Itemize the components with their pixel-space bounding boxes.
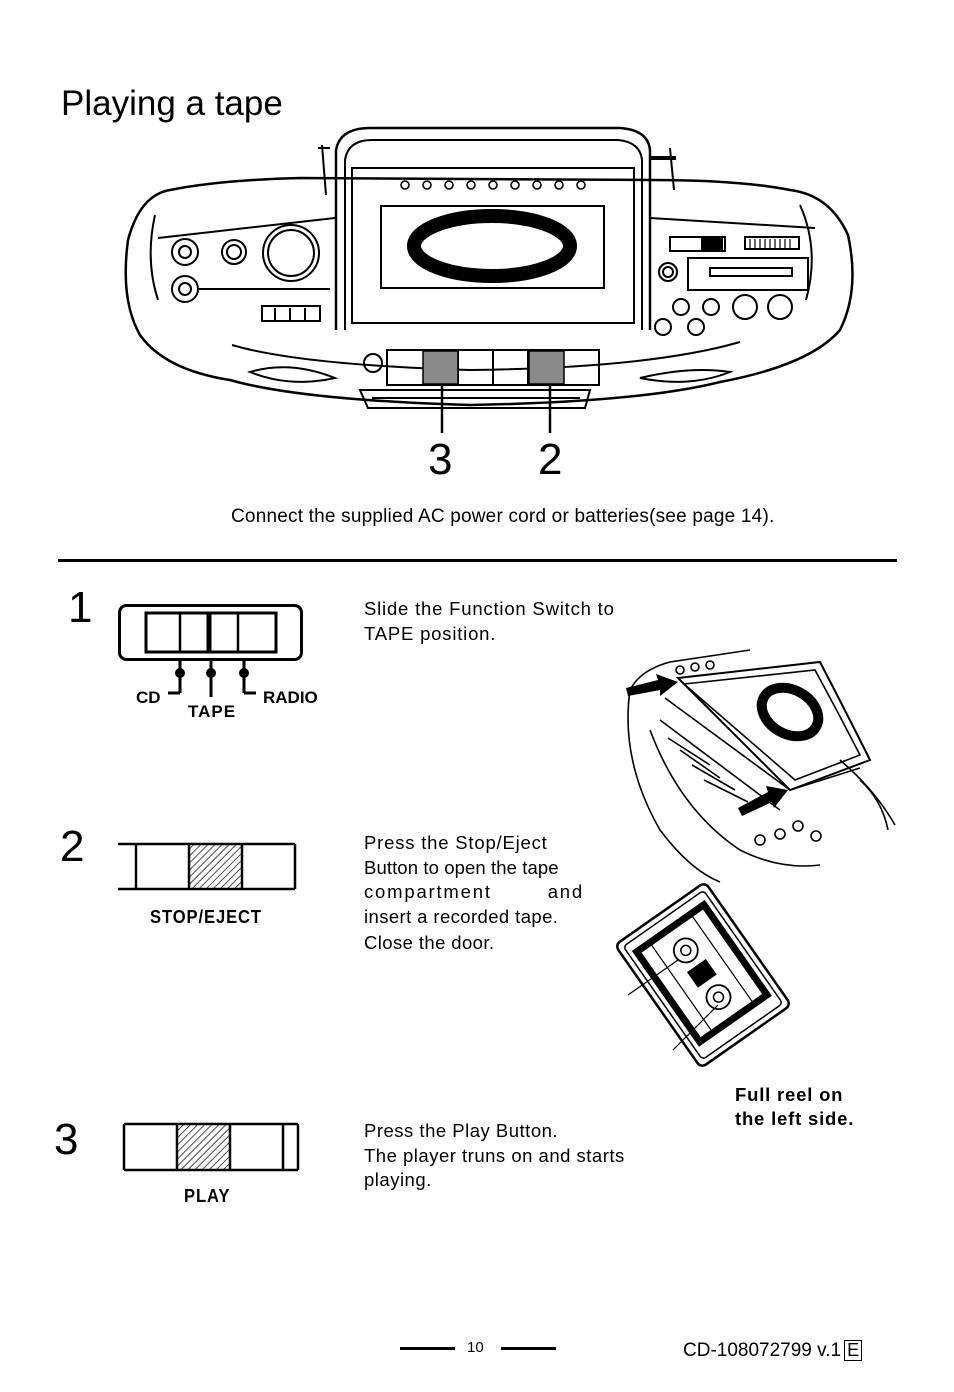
step-2-line: insert a recorded tape. [364, 905, 559, 927]
footer-rule-right [501, 1347, 556, 1350]
boombox-illustration [124, 126, 854, 433]
switch-label-cd: CD [136, 688, 161, 707]
step-2-line: Press the Stop/Eject [364, 832, 548, 853]
cassette-note-line: Full reel on [735, 1084, 844, 1105]
stop-eject-label: STOP/EJECT [150, 907, 262, 927]
play-button-diagram [122, 1122, 300, 1172]
function-switch-diagram [118, 604, 303, 697]
step-3-line: playing. [364, 1169, 432, 1190]
step-2-line: Close the door. [364, 932, 495, 953]
step-1-text: Slide the Function Switch to TAPE positi… [364, 598, 615, 644]
step-3-line: Press the Play Button. [364, 1120, 559, 1141]
step-2-number: 2 [60, 822, 85, 871]
intro-text: Connect the supplied AC power cord or ba… [231, 506, 775, 527]
switch-label-radio: RADIO [263, 688, 318, 707]
callout-3: 3 [428, 435, 453, 484]
switch-label-tape: TAPE [188, 702, 237, 721]
step-2-text: Press the Stop/Eject Button to open the … [364, 831, 584, 956]
stop-eject-button-diagram [118, 842, 297, 891]
step-2-line: Button to open the tape [364, 856, 559, 878]
page-number: 10 [467, 1339, 484, 1356]
footer-rule-left [400, 1347, 455, 1350]
cassette-note: Full reel on the left side. [735, 1083, 854, 1131]
cassette-note-line: the left side. [735, 1108, 855, 1129]
tape-door-illustration [626, 649, 896, 883]
step-3-number: 3 [54, 1115, 79, 1164]
step-1-number: 1 [68, 583, 93, 632]
page-title: Playing a tape [61, 84, 283, 123]
play-label: PLAY [184, 1186, 231, 1206]
step-3-text: Press the Play Button. The player truns … [364, 1119, 664, 1193]
cassette-illustration [616, 883, 790, 1067]
callout-2: 2 [538, 435, 563, 484]
section-divider [58, 559, 897, 562]
model-code-text: CD-108072799 v.1 [683, 1340, 842, 1361]
step-3-line: The player truns on and starts [364, 1144, 625, 1166]
language-badge: E [844, 1340, 863, 1361]
